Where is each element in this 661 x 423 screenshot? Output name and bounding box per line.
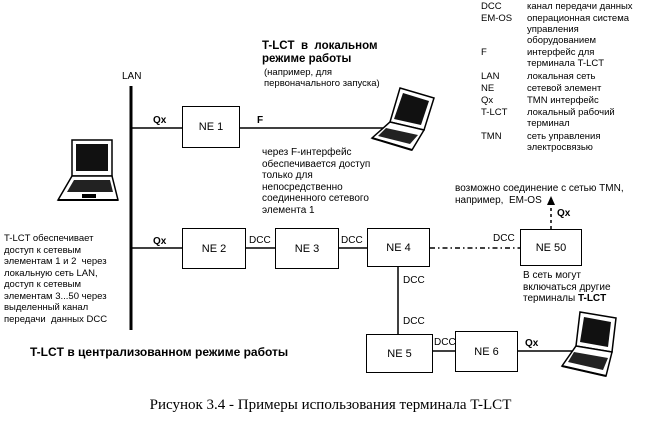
legend-abbr-tmn: TMN	[481, 131, 502, 142]
other-terminals-note: В сеть могут включаться другие терминалы…	[523, 270, 611, 305]
node-ne4: NE 4	[367, 228, 430, 267]
legend-desc-qx: TMN интерфейс	[527, 95, 599, 106]
label-dcc-ne3-ne4: DCC	[341, 235, 363, 246]
legend-desc-ne: сетевой элемент	[527, 83, 602, 94]
node-ne6: NE 6	[455, 331, 518, 372]
legend-desc-em-os: операционная система управления оборудов…	[527, 13, 630, 46]
legend-desc-t-lct: локальный рабочий терминал	[527, 107, 615, 129]
legend-abbr-em-os: EM-OS	[481, 13, 513, 24]
label-dcc-ne4-ne5-lower: DCC	[403, 316, 425, 327]
lan-label: LAN	[122, 71, 142, 82]
node-ne2: NE 2	[182, 228, 246, 269]
legend-abbr-dcc: DCC	[481, 1, 502, 12]
node-ne3: NE 3	[275, 228, 339, 269]
tmn-note: возможно соединение с сетью TMN, наприме…	[455, 183, 624, 206]
laptop-ne6-icon	[560, 311, 617, 377]
legend-desc-dcc: канал передачи данных	[527, 1, 633, 12]
central-mode-title: T-LCT в централизованном режиме работы	[30, 345, 289, 359]
legend-abbr-t-lct: T-LCT	[481, 107, 508, 118]
node-ne1: NE 1	[182, 106, 240, 148]
legend-abbr-f: F	[481, 47, 487, 58]
label-f-ne1: F	[257, 115, 264, 126]
legend-abbr-ne: NE	[481, 83, 495, 94]
legend-desc-lan: локальная сеть	[527, 71, 596, 82]
figure-caption: Рисунок 3.4 - Примеры использования терм…	[149, 397, 512, 413]
legend-abbr-qx: Qx	[481, 95, 494, 106]
local-mode-note: (например, для первоначального запуска)	[264, 67, 380, 89]
other-terminals-text: В сеть могут включаться другие терминалы	[523, 270, 611, 304]
legend-desc-tmn: сеть управления электросвязью	[527, 131, 601, 153]
arrow-up-icon	[547, 196, 555, 205]
label-dcc-ne4-ne50: DCC	[493, 233, 515, 244]
local-mode-title: T-LCT в локальном режиме работы	[262, 40, 378, 65]
legend-desc-f: интерфейс для терминала T-LCT	[527, 47, 605, 69]
f-interface-note: через F-интерфейс обеспечивается доступ …	[262, 147, 371, 216]
laptop-central-icon	[56, 139, 119, 201]
label-dcc-ne4-ne5: DCC	[403, 275, 425, 286]
label-qx-tmn: Qx	[557, 208, 571, 219]
label-dcc-ne2-ne3: DCC	[249, 235, 271, 246]
other-terminals-bold: T-LCT	[577, 293, 607, 304]
label-qx-ne2: Qx	[153, 236, 167, 247]
left-note: T-LCT обеспечивает доступ к сетевым элем…	[4, 233, 108, 325]
label-dcc-ne5-ne6: DCC	[434, 337, 456, 348]
node-ne50: NE 50	[520, 229, 582, 266]
label-qx-ne6: Qx	[525, 338, 539, 349]
legend-abbr-lan: LAN	[481, 71, 500, 82]
label-qx-ne1: Qx	[153, 115, 167, 126]
node-ne5: NE 5	[366, 334, 433, 373]
laptop-local-icon	[370, 87, 435, 151]
